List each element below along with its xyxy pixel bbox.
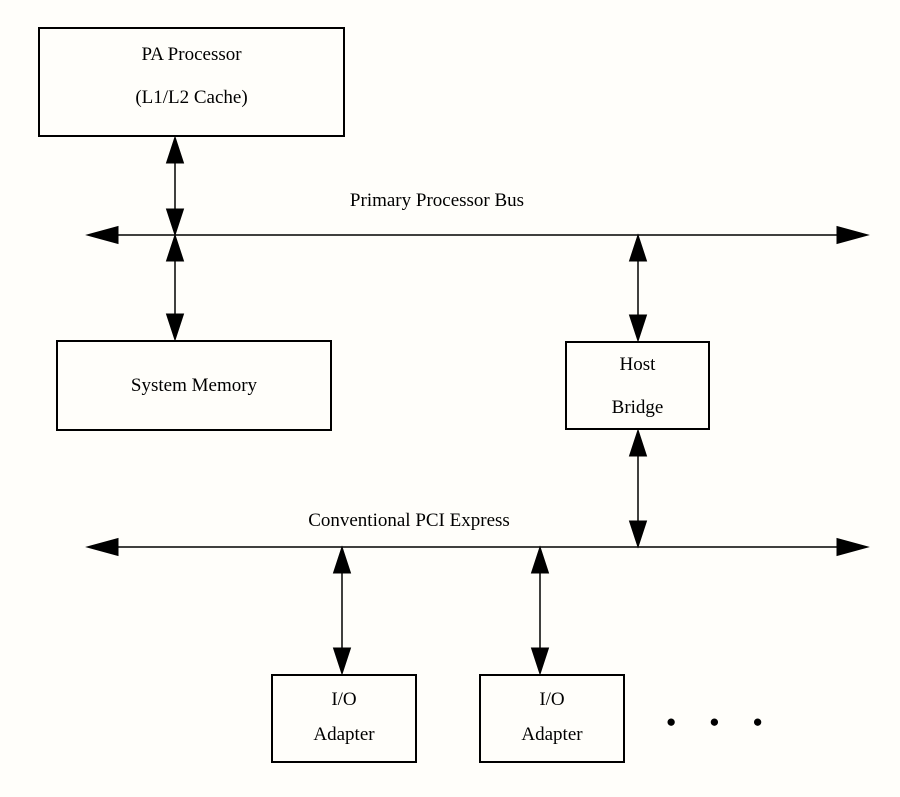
node-host-bridge-label-line1: Host	[619, 354, 656, 375]
node-pa-processor-label-line2: (L1/L2 Cache)	[135, 87, 248, 108]
node-io-adapter-2-label-line1: I/O	[539, 689, 565, 710]
arrowhead-up-icon	[628, 233, 648, 262]
node-io-adapter-1-label-line2: Adapter	[313, 724, 375, 745]
continuation-ellipsis: ●●●	[666, 712, 796, 731]
pci-bus-arrow-line	[85, 537, 870, 557]
arrowhead-down-icon	[530, 647, 550, 676]
node-pa-processor: PA Processor (L1/L2 Cache)	[38, 27, 345, 137]
arrow-host-bridge-to-pci-bus	[628, 428, 648, 549]
pci-bus-label: Conventional PCI Express	[308, 510, 510, 531]
arrowhead-down-icon	[628, 520, 648, 549]
arrow-pci-bus-to-io-adapter-2	[530, 545, 550, 676]
arrowhead-up-icon	[165, 233, 185, 262]
node-io-adapter-2: I/O Adapter	[479, 674, 625, 763]
arrow-pci-bus-to-io-adapter-1	[332, 545, 352, 676]
arrowhead-down-icon	[165, 313, 185, 342]
arrowhead-down-icon	[165, 208, 185, 237]
arrow-pa-processor-to-primary-bus	[165, 135, 185, 237]
arrowhead-up-icon	[332, 545, 352, 574]
arrowhead-up-icon	[165, 135, 185, 164]
node-io-adapter-1-label-line1: I/O	[331, 689, 357, 710]
arrowhead-left-icon	[85, 537, 119, 557]
arrow-primary-bus-to-host-bridge	[628, 233, 648, 343]
node-system-memory: System Memory	[56, 340, 332, 431]
node-pa-processor-label-line1: PA Processor	[141, 44, 242, 65]
arrowhead-down-icon	[332, 647, 352, 676]
node-system-memory-label: System Memory	[130, 374, 258, 396]
node-io-adapter-2-label-line2: Adapter	[521, 724, 583, 745]
arrowhead-up-icon	[530, 545, 550, 574]
primary-bus-label: Primary Processor Bus	[349, 190, 525, 211]
arrowhead-right-icon	[836, 225, 870, 245]
arrowhead-left-icon	[85, 225, 119, 245]
arrow-primary-bus-to-system-memory	[165, 233, 185, 342]
arrowhead-down-icon	[628, 314, 648, 343]
node-host-bridge-label-line2: Bridge	[611, 397, 664, 418]
node-host-bridge: Host Bridge	[565, 341, 710, 430]
arrowhead-right-icon	[836, 537, 870, 557]
node-io-adapter-1: I/O Adapter	[271, 674, 417, 763]
primary-bus-arrow-line	[85, 225, 870, 245]
arrowhead-up-icon	[628, 428, 648, 457]
